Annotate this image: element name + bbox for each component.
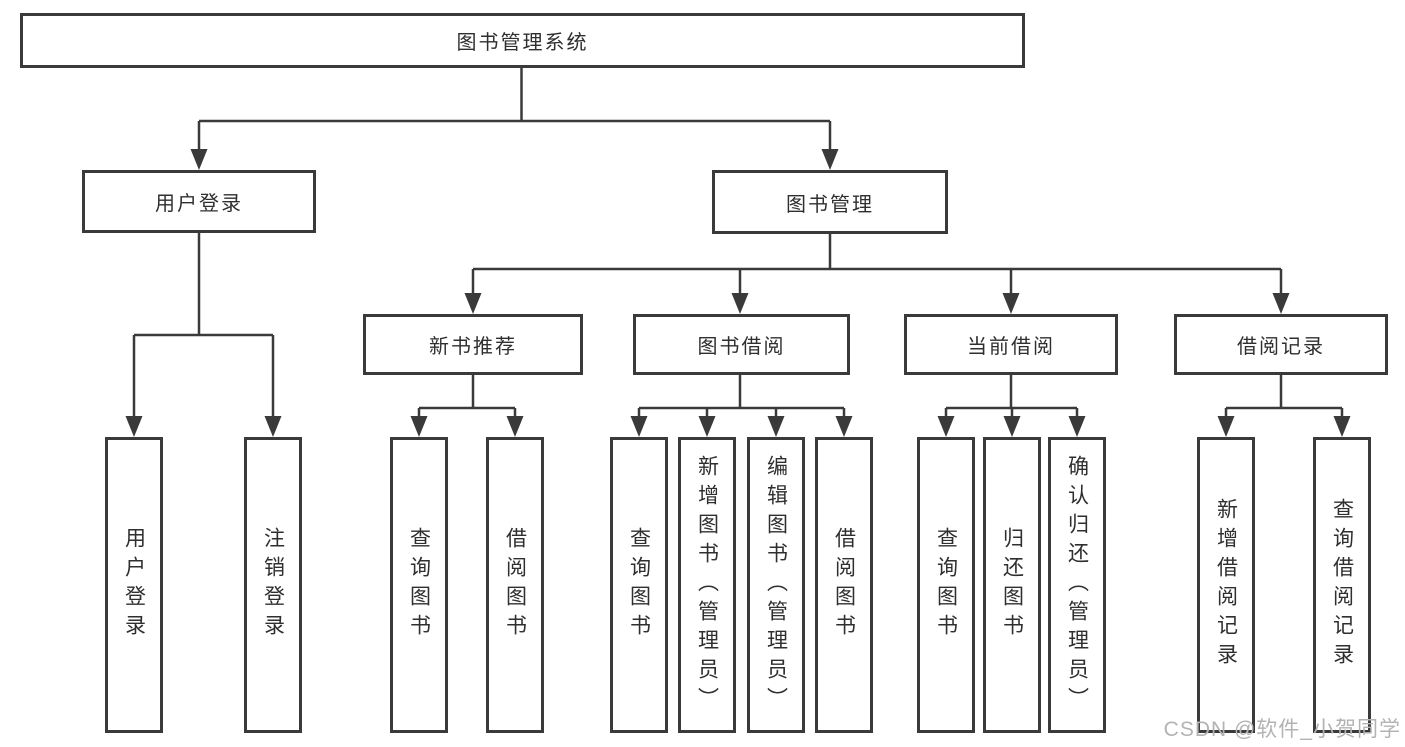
- node-borrow-records: 借阅记录: [1174, 314, 1388, 375]
- node-book-borrow-label: 图书借阅: [697, 336, 786, 358]
- node-borrow-records-label: 借阅记录: [1237, 336, 1325, 358]
- leaf-query-books-borrow: 查询图书: [610, 437, 668, 733]
- leaf-query-books-recommend: 查询图书: [390, 437, 448, 733]
- leaf-return-books: 归还图书: [983, 437, 1041, 733]
- leaf-query-borrow-record: 查询借阅记录: [1313, 437, 1371, 733]
- leaf-user-login: 用户登录: [105, 437, 163, 733]
- watermark: CSDN @软件_小贺同学: [1163, 718, 1401, 741]
- node-root-library-system: 图书管理系统: [20, 13, 1025, 68]
- leaf-query-books-current-label: 查询图书: [934, 527, 958, 643]
- node-book-borrow: 图书借阅: [633, 314, 850, 375]
- leaf-query-borrow-record-label: 查询借阅记录: [1330, 498, 1354, 672]
- leaf-add-books-admin-label: 新增图书（管理员）: [695, 454, 719, 716]
- node-current-borrow-label: 当前借阅: [967, 336, 1055, 358]
- leaf-borrow-books-label: 借阅图书: [832, 527, 856, 643]
- leaf-edit-books-admin: 编辑图书（管理员）: [747, 437, 805, 733]
- node-root-label: 图书管理系统: [456, 32, 589, 54]
- node-book-management: 图书管理: [712, 170, 948, 234]
- node-current-borrow: 当前借阅: [904, 314, 1118, 375]
- leaf-confirm-return-admin: 确认归还（管理员）: [1048, 437, 1106, 733]
- leaf-query-books-borrow-label: 查询图书: [627, 527, 651, 643]
- leaf-return-books-label: 归还图书: [1000, 527, 1024, 643]
- node-book-management-label: 图书管理: [786, 193, 874, 216]
- leaf-borrow-books-recommend-label: 借阅图书: [503, 527, 527, 643]
- node-user-login-label: 用户登录: [155, 193, 243, 215]
- leaf-borrow-books-recommend: 借阅图书: [486, 437, 544, 733]
- leaf-query-books-current: 查询图书: [917, 437, 975, 733]
- node-user-login: 用户登录: [82, 170, 316, 233]
- leaf-borrow-books: 借阅图书: [815, 437, 873, 733]
- leaf-add-borrow-record-label: 新增借阅记录: [1214, 498, 1238, 672]
- leaf-query-books-recommend-label: 查询图书: [407, 527, 431, 643]
- leaf-user-login-label: 用户登录: [122, 527, 146, 643]
- leaf-add-borrow-record: 新增借阅记录: [1197, 437, 1255, 733]
- node-new-book-recommend: 新书推荐: [363, 314, 583, 375]
- leaf-logout: 注销登录: [244, 437, 302, 733]
- node-new-book-recommend-label: 新书推荐: [429, 336, 517, 358]
- leaf-logout-label: 注销登录: [261, 527, 285, 643]
- leaf-confirm-return-admin-label: 确认归还（管理员）: [1065, 454, 1089, 716]
- leaf-add-books-admin: 新增图书（管理员）: [678, 437, 736, 733]
- leaf-edit-books-admin-label: 编辑图书（管理员）: [764, 454, 788, 716]
